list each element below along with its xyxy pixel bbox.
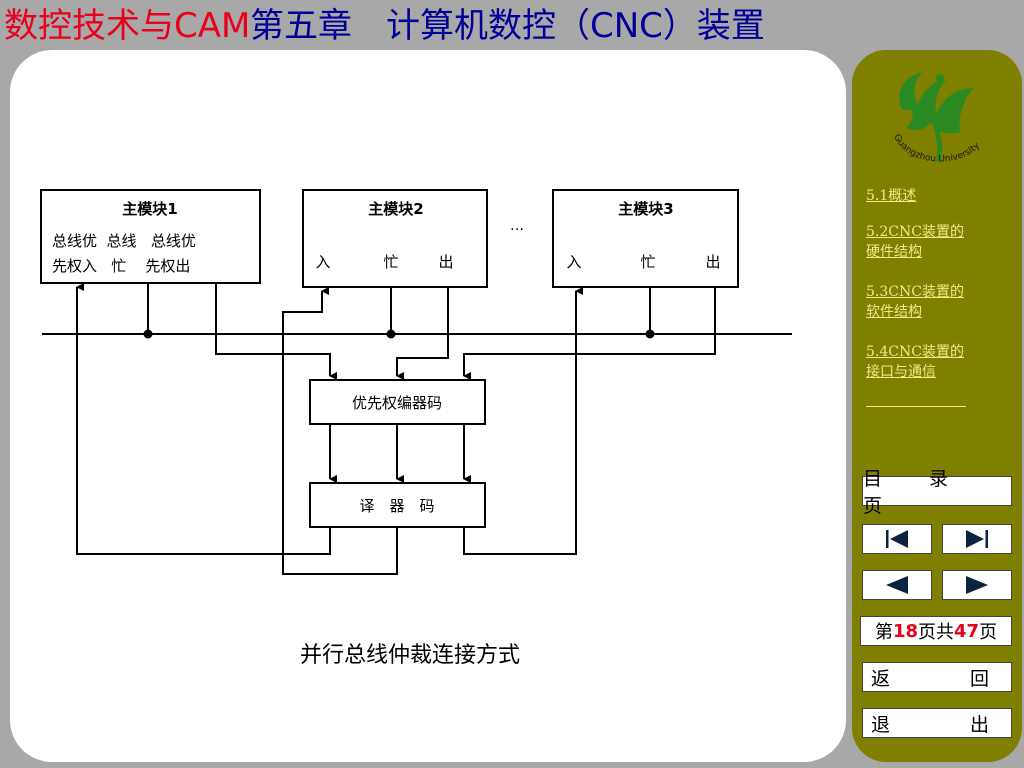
diagram-caption: 并行总线仲裁连接方式 bbox=[300, 643, 520, 668]
bus-junction-1 bbox=[143, 329, 153, 339]
module-1-pins-line1: 总线优 总线 总线优 bbox=[52, 232, 196, 250]
toc-button-label: 目 录 页 bbox=[863, 468, 996, 517]
nav-link-5-3-line1: 5.3CNC装置的 bbox=[866, 284, 964, 300]
last-page-button[interactable] bbox=[942, 524, 1012, 554]
first-page-icon bbox=[886, 530, 908, 548]
module-3-pin-in: 入 bbox=[566, 253, 581, 271]
prio-in-2 bbox=[282, 287, 398, 575]
nav-link-5-4-line2: 接口与通信 bbox=[866, 364, 936, 380]
back-button-label: 返 回 bbox=[870, 667, 1003, 690]
back-button[interactable]: 返 回 bbox=[862, 662, 1012, 692]
module-3-box bbox=[552, 189, 739, 288]
module-3-pin-busy: 忙 bbox=[640, 253, 655, 271]
last-page-icon bbox=[966, 530, 988, 548]
course-title: 数控技术与CAM bbox=[4, 6, 251, 46]
nav-link-5-4-line1: 5.4CNC装置的 bbox=[866, 344, 964, 360]
current-page: 18 bbox=[892, 620, 918, 642]
module-2-title: 主模块2 bbox=[368, 200, 423, 218]
nav-link-5-1-text: 5.1概述 bbox=[866, 188, 917, 204]
prio-out-1 bbox=[215, 283, 337, 380]
bus-junction-2 bbox=[386, 329, 396, 339]
prev-arrow-icon bbox=[886, 576, 908, 594]
first-page-button[interactable] bbox=[862, 524, 932, 554]
nav-link-5-3-line2: 软件结构 bbox=[866, 304, 922, 320]
page-counter: 第 18 页共 47 页 bbox=[860, 616, 1012, 646]
nav-link-5-3[interactable]: 5.3CNC装置的 软件结构 bbox=[866, 282, 1006, 322]
module-3-title: 主模块3 bbox=[618, 200, 673, 218]
exit-button[interactable]: 退 出 bbox=[862, 708, 1012, 738]
module-2-box bbox=[302, 189, 488, 288]
ellipsis: … bbox=[510, 218, 524, 234]
bus-junction-3 bbox=[645, 329, 655, 339]
module-2-pin-in: 入 bbox=[315, 253, 330, 271]
module-3-pin-out: 出 bbox=[705, 253, 720, 271]
decoder-label: 译 器 码 bbox=[359, 497, 434, 515]
encoder-label: 优先权编器码 bbox=[352, 394, 442, 412]
nav-link-5-1[interactable]: 5.1概述 bbox=[866, 186, 1006, 206]
module-1-title: 主模块1 bbox=[122, 200, 177, 218]
university-logo: Guangzhou University bbox=[891, 72, 982, 165]
bus-arbitration-diagram: 主模块1 总线优 总线 总线优 先权入 忙 先权出 主模块2 入 忙 出 主模块… bbox=[40, 189, 792, 668]
toc-button[interactable]: 目 录 页 bbox=[862, 468, 1012, 517]
chapter-title: 第五章 计算机数控（CNC）装置 bbox=[250, 6, 765, 46]
exit-button-label: 退 出 bbox=[870, 713, 1003, 736]
next-arrow-icon bbox=[966, 576, 988, 594]
next-page-button[interactable] bbox=[942, 570, 1012, 600]
module-2-pin-out: 出 bbox=[438, 253, 453, 271]
prio-in-3 bbox=[463, 287, 583, 555]
page-suffix: 页 bbox=[979, 622, 998, 643]
module-1-pins-line2: 先权入 忙 先权出 bbox=[52, 257, 190, 275]
title-bar: 数控技术与CAM 第五章 计算机数控（CNC）装置 bbox=[0, 0, 1024, 52]
nav-divider bbox=[866, 406, 966, 407]
prio-in-1 bbox=[76, 283, 331, 555]
sidebar: Guangzhou University 5.1概述 5.2CNC装置的 硬件结… bbox=[852, 50, 1022, 762]
nav-link-5-4[interactable]: 5.4CNC装置的 接口与通信 bbox=[866, 342, 1006, 382]
module-2-pin-busy: 忙 bbox=[383, 253, 398, 271]
page-prefix: 第 bbox=[874, 622, 893, 643]
page-middle: 页共 bbox=[918, 622, 954, 643]
total-pages: 47 bbox=[954, 620, 980, 642]
nav-link-5-2-line1: 5.2CNC装置的 bbox=[866, 224, 964, 240]
nav-link-5-2[interactable]: 5.2CNC装置的 硬件结构 bbox=[866, 222, 1006, 262]
content-panel: 主模块1 总线优 总线 总线优 先权入 忙 先权出 主模块2 入 忙 出 主模块… bbox=[10, 50, 846, 762]
prio-out-3 bbox=[463, 287, 716, 380]
prio-out-2 bbox=[396, 287, 449, 380]
module-1-box bbox=[40, 189, 261, 284]
nav-link-5-2-line2: 硬件结构 bbox=[866, 244, 922, 260]
prev-page-button[interactable] bbox=[862, 570, 932, 600]
